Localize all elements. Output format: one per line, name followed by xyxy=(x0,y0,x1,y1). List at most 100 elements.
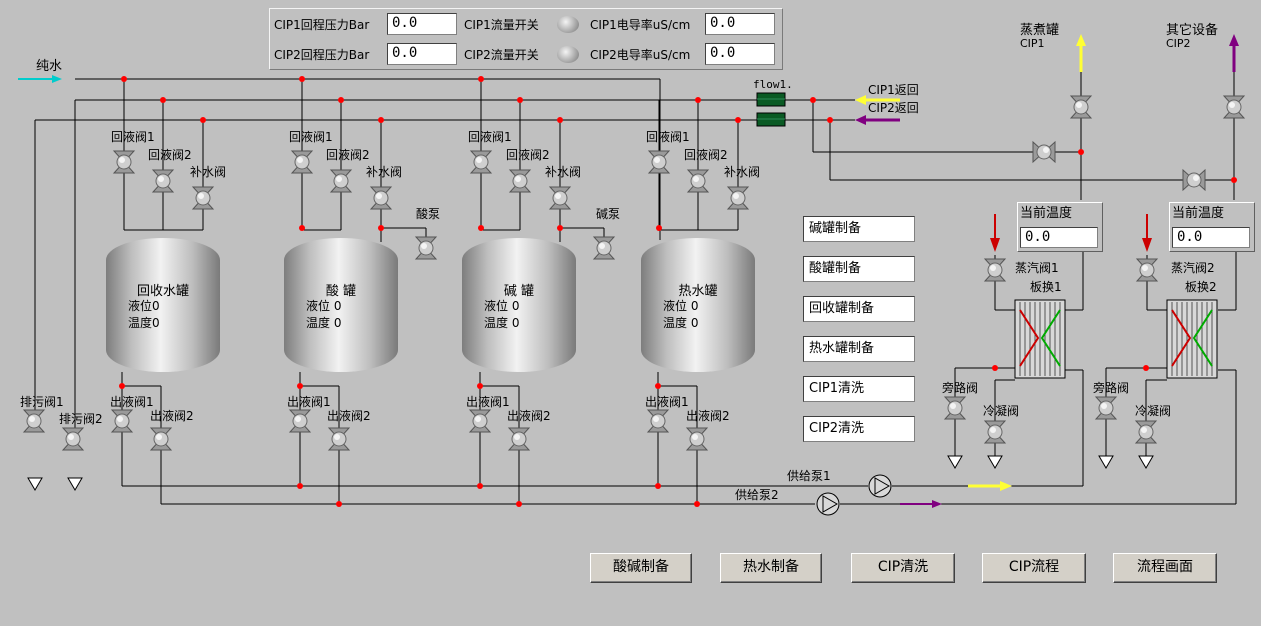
condensate-valve2-label: 冷凝阀 xyxy=(1135,404,1172,418)
nav-cip-flow-button[interactable]: CIP流程 xyxy=(982,553,1086,583)
hot-water-tank-prep-button[interactable]: 热水罐制备 xyxy=(803,336,915,362)
tank3-makeup-valve-icon[interactable] xyxy=(725,185,751,211)
plate-exchanger2-label: 板换2 xyxy=(1185,280,1217,294)
tank-temp-label: 温度 xyxy=(484,316,509,330)
tank3-out-valve2-icon[interactable] xyxy=(684,426,710,452)
tank-temp-label: 温度 xyxy=(128,316,153,330)
tank-level-label: 液位 xyxy=(128,299,153,313)
tank-level-value: 0 xyxy=(690,299,699,313)
steam-valve1-icon[interactable] xyxy=(982,257,1008,283)
tank-title: 酸 罐 xyxy=(325,284,357,299)
tank1-return-valve1-label: 回液阀1 xyxy=(289,130,333,144)
tank0-out-valve1-icon[interactable] xyxy=(109,408,135,434)
bypass-valve2-icon[interactable] xyxy=(1093,395,1119,421)
tank0-makeup-valve-icon[interactable] xyxy=(190,185,216,211)
pure-water-label: 纯水 xyxy=(36,59,63,74)
nav-process-screen-button[interactable]: 流程画面 xyxy=(1113,553,1217,583)
tank2-return-valve2-icon[interactable] xyxy=(507,168,533,194)
tank-temp-value: 0 xyxy=(152,316,160,330)
tank1-return-valve1-icon[interactable] xyxy=(289,149,315,175)
condensate-valve2-icon[interactable] xyxy=(1133,419,1159,445)
cooker-label: 蒸煮罐 xyxy=(1020,23,1060,38)
tank2-out-valve1-icon[interactable] xyxy=(467,408,493,434)
tank2-out-valve2-icon[interactable] xyxy=(506,426,532,452)
tank-title: 热水罐 xyxy=(678,284,718,299)
cip2-pressure-label: CIP2回程压力Bar xyxy=(274,48,370,62)
tank2-out-valve2-label: 出液阀2 xyxy=(507,409,551,423)
bypass-valve2-label: 旁路阀 xyxy=(1093,381,1130,395)
tank3-out-valve2-label: 出液阀2 xyxy=(686,409,730,423)
nav-hot-water-prep-button[interactable]: 热水制备 xyxy=(720,553,822,583)
cip2-pressure-value: 0.0 xyxy=(387,43,457,65)
cip2-return-valve-icon[interactable] xyxy=(1181,167,1207,193)
tank1-out-valve1-icon[interactable] xyxy=(287,408,313,434)
cip1-flow-switch-label: CIP1流量开关 xyxy=(464,18,539,32)
tank1-return-valve2-icon[interactable] xyxy=(328,168,354,194)
bypass-valve1-label: 旁路阀 xyxy=(942,381,979,395)
other-equipment-sub-label: CIP2 xyxy=(1166,37,1191,50)
recovery-tank-prep-button[interactable]: 回收罐制备 xyxy=(803,296,915,322)
tank2-makeup-valve-label: 补水阀 xyxy=(545,165,582,179)
acid-pump-valve-icon[interactable] xyxy=(413,235,439,261)
tank1-out-valve2-label: 出液阀2 xyxy=(327,409,371,423)
supply-pump1-icon[interactable] xyxy=(867,474,893,498)
supply-pump2-icon[interactable] xyxy=(815,492,841,516)
cip1-return-label: CIP1返回 xyxy=(868,83,919,97)
tank3-out-valve1-label: 出液阀1 xyxy=(645,395,689,409)
current-temp2-box: 当前温度 0.0 xyxy=(1169,202,1255,252)
tank-level-value: 0 xyxy=(333,299,342,313)
tank0-out-valve2-icon[interactable] xyxy=(148,426,174,452)
alkali-tank-prep-button[interactable]: 碱罐制备 xyxy=(803,216,915,242)
nav-acid-alkali-prep-button[interactable]: 酸碱制备 xyxy=(590,553,692,583)
tank0-return-valve1-icon[interactable] xyxy=(111,149,137,175)
tank1-makeup-valve-icon[interactable] xyxy=(368,185,394,211)
tank2-return-valve1-icon[interactable] xyxy=(468,149,494,175)
tank1-makeup-valve-label: 补水阀 xyxy=(366,165,403,179)
tank3-makeup-valve-label: 补水阀 xyxy=(724,165,761,179)
nav-cip-clean-button[interactable]: CIP清洗 xyxy=(851,553,955,583)
acid-tank-prep-button[interactable]: 酸罐制备 xyxy=(803,256,915,282)
tank0-return-valve2-label: 回液阀2 xyxy=(148,148,192,162)
supply-pump1-label: 供给泵1 xyxy=(787,469,831,483)
tank3-return-valve1-icon[interactable] xyxy=(646,149,672,175)
drain-valve1-label: 排污阀1 xyxy=(20,395,64,409)
current-temp1-box: 当前温度 0.0 xyxy=(1017,202,1103,252)
cip2-flow-switch-label: CIP2流量开关 xyxy=(464,48,539,62)
other-equipment-label: 其它设备 xyxy=(1166,23,1219,38)
tank1-return-valve2-label: 回液阀2 xyxy=(326,148,370,162)
tank0-return-valve1-label: 回液阀1 xyxy=(111,130,155,144)
tank2-makeup-valve-icon[interactable] xyxy=(547,185,573,211)
tank0-return-valve2-icon[interactable] xyxy=(150,168,176,194)
cip1-return-valve-icon[interactable] xyxy=(1031,139,1057,165)
tank0-makeup-valve-label: 补水阀 xyxy=(190,165,227,179)
cip1-outlet-valve-icon[interactable] xyxy=(1068,94,1094,120)
condensate-valve1-label: 冷凝阀 xyxy=(983,404,1020,418)
tank-level-label: 液位 xyxy=(306,299,331,313)
drain-valve1-icon[interactable] xyxy=(21,408,47,434)
tank-temp-value: 0 xyxy=(511,316,520,330)
alkali-pump-label: 碱泵 xyxy=(596,207,621,221)
steam-valve2-icon[interactable] xyxy=(1134,257,1160,283)
tank3-return-valve2-icon[interactable] xyxy=(685,168,711,194)
alkali-pump-valve-icon[interactable] xyxy=(591,235,617,261)
cip1-clean-button[interactable]: CIP1清洗 xyxy=(803,376,915,402)
tank0-out-valve1-label: 出液阀1 xyxy=(110,395,154,409)
tank1-out-valve2-icon[interactable] xyxy=(326,426,352,452)
cip2-clean-button[interactable]: CIP2清洗 xyxy=(803,416,915,442)
current-temp1-label: 当前温度 xyxy=(1020,206,1073,221)
drain-valve2-icon[interactable] xyxy=(60,426,86,452)
tank3-out-valve1-icon[interactable] xyxy=(645,408,671,434)
bypass-valve1-icon[interactable] xyxy=(942,395,968,421)
tank2-return-valve1-label: 回液阀1 xyxy=(468,130,512,144)
tank-level-value: 0 xyxy=(511,299,520,313)
cip2-outlet-valve-icon[interactable] xyxy=(1221,94,1247,120)
condensate-valve1-icon[interactable] xyxy=(982,419,1008,445)
tank3-return-valve2-label: 回液阀2 xyxy=(684,148,728,162)
steam-valve2-label: 蒸汽阀2 xyxy=(1171,261,1215,275)
tank2-return-valve2-label: 回液阀2 xyxy=(506,148,550,162)
